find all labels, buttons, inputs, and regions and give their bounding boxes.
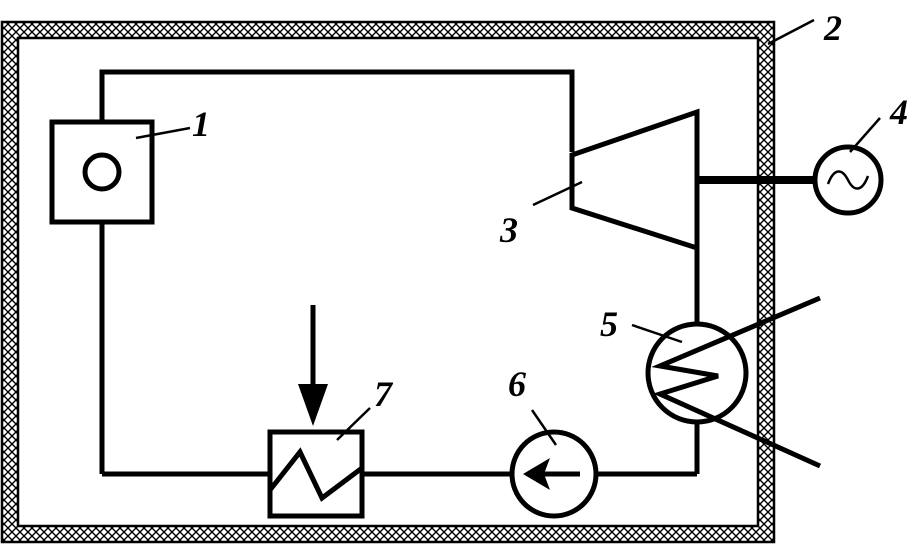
feed-pump [509,429,599,519]
electric-generator [812,144,884,216]
heater-coil-icon [268,447,364,502]
label-4: 4 [889,92,908,132]
heater [267,429,365,519]
label-5: 5 [600,304,618,344]
heat-input-arrow [298,305,328,426]
leader-lines [135,18,881,446]
condenser-coil-icon [651,295,822,469]
steam-generator [49,119,155,225]
label-7: 7 [374,374,394,414]
label-1: 1 [192,104,210,144]
condenser [645,295,822,469]
label-3: 3 [499,210,518,250]
turbine [569,108,700,252]
sine-wave-icon [826,170,870,190]
core-circle-icon [82,152,122,192]
pump-arrow-icon [523,458,550,490]
label-2: 2 [823,8,842,48]
label-6: 6 [508,364,526,404]
containment-wall [0,20,776,544]
